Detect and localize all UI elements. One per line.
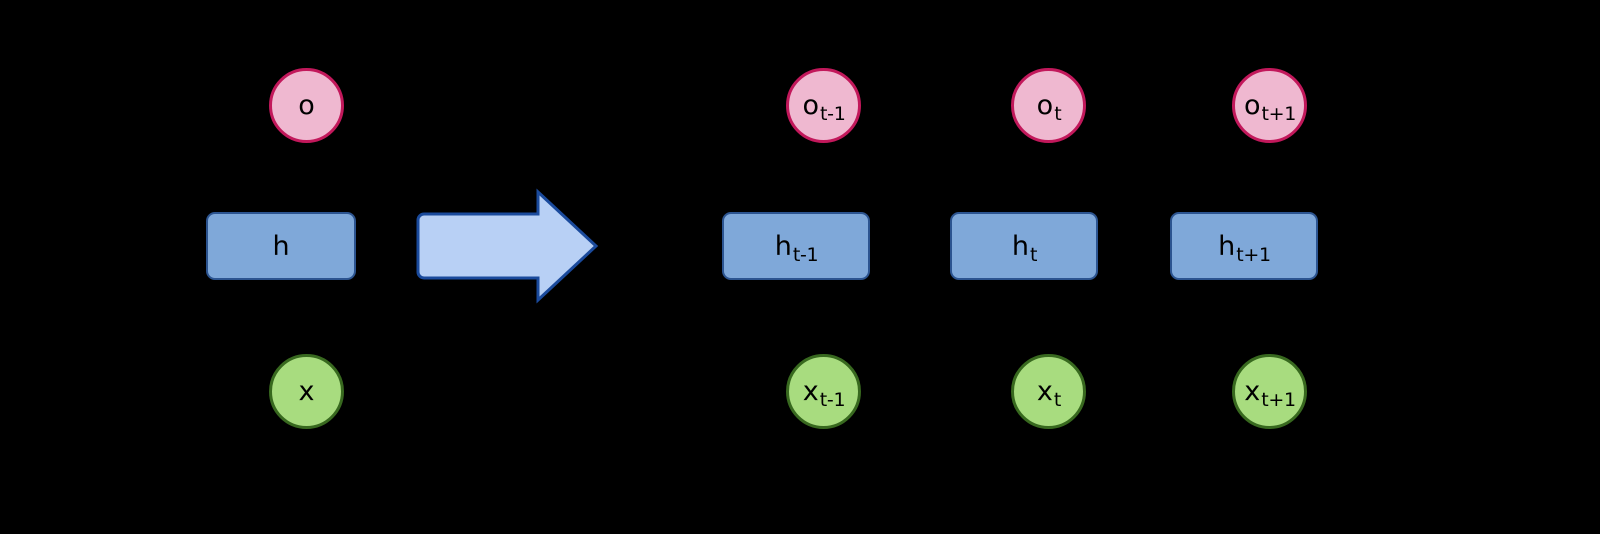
folded-output-label: o: [298, 90, 315, 121]
folded-output-node[interactable]: o: [269, 68, 344, 143]
unfold-arrow[interactable]: [412, 186, 602, 306]
folded-hidden-node[interactable]: h: [206, 212, 356, 280]
folded-input-node[interactable]: x: [269, 354, 344, 429]
right-arrow-icon: [416, 188, 599, 304]
folded-input-label: x: [298, 376, 315, 407]
folded-hidden-label: h: [272, 230, 290, 262]
